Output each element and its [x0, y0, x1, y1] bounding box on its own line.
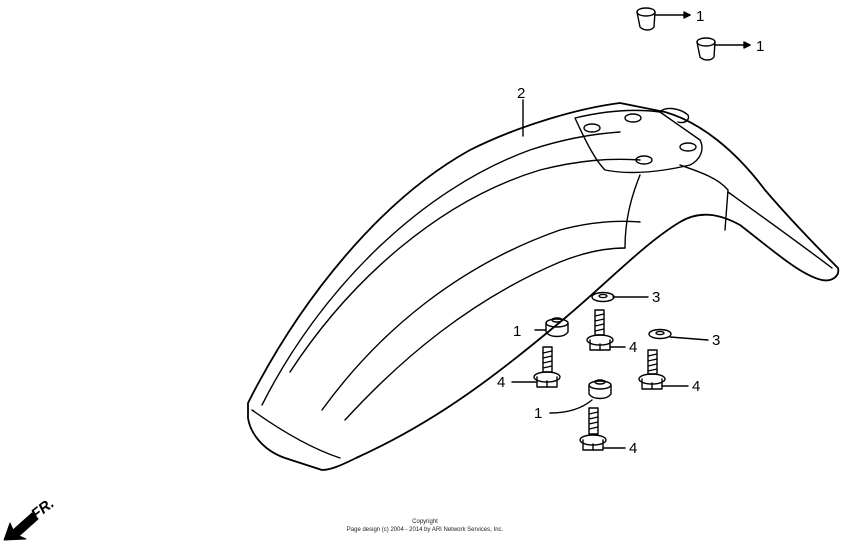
fender-mount-front [679, 164, 729, 231]
callout-bolt-right: 4 [692, 378, 700, 395]
mount-hole [635, 155, 653, 165]
copyright-title: Copyright [412, 519, 438, 525]
flange-bolt-bottom[interactable] [579, 407, 626, 451]
collar-top-a[interactable] [636, 7, 691, 31]
fender-rib-inner [344, 247, 626, 421]
callout-collar-mid-b: 1 [534, 405, 542, 422]
fender-skirt-edge [251, 409, 341, 459]
callout-washer-a: 3 [652, 289, 660, 306]
callout-bolt-bottom: 4 [629, 440, 637, 457]
mount-hole [583, 123, 601, 133]
callout-bolt-left: 4 [497, 374, 505, 391]
mount-hole [679, 142, 697, 152]
flange-bolt-right[interactable] [638, 349, 689, 390]
collar-top-b[interactable] [696, 37, 751, 61]
fender-top-tab [659, 107, 690, 124]
fender-mount-plate [574, 109, 703, 174]
callout-collar-top-a: 1 [696, 8, 704, 25]
front-fender[interactable] [247, 102, 840, 471]
fender-tip-line [727, 191, 833, 269]
front-direction-arrow-icon [3, 512, 39, 541]
flange-bolt-left[interactable] [511, 346, 561, 388]
fender-rib-outer [261, 131, 621, 406]
callout-bolt-mid: 4 [629, 339, 637, 356]
fender-rib-upper [289, 158, 641, 373]
collar-mid-b[interactable] [549, 379, 612, 414]
callout-collar-top-b: 1 [756, 38, 764, 55]
callout-collar-mid-a: 1 [513, 323, 521, 340]
fender-mount-side [624, 174, 641, 249]
fender-rib-lower [321, 220, 641, 411]
callout-washer-b: 3 [712, 332, 720, 349]
copyright-notice: Page design (c) 2004 - 2014 by ARI Netwo… [346, 527, 504, 533]
fender-outline [247, 102, 840, 471]
collar-mid-a[interactable] [534, 317, 569, 338]
mount-hole [624, 113, 642, 123]
flange-bolt-mid[interactable] [586, 309, 626, 351]
washer-a[interactable] [591, 291, 649, 303]
washer-b[interactable] [648, 328, 709, 341]
callout-fender: 2 [517, 85, 525, 102]
